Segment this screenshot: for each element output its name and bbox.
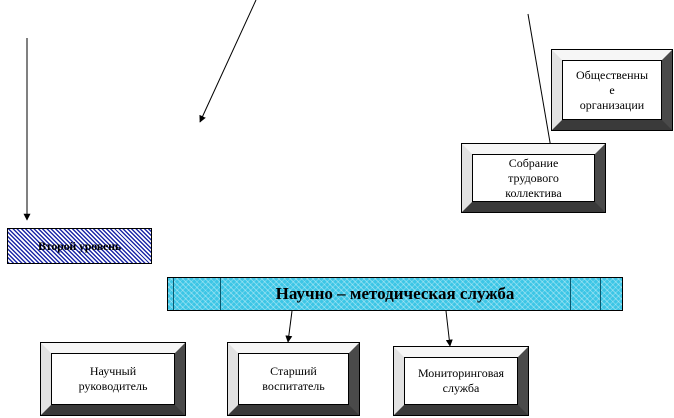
monitoring-service-box: Мониторинговая служба [393,346,529,416]
second-level-box: Второй уровень [7,228,152,264]
service-banner: Научно – методическая служба [167,277,623,311]
scientific-supervisor-label: Научный руководитель [78,364,148,393]
scientific-supervisor-box: Научный руководитель [40,342,186,416]
banner-divider [220,278,221,310]
arrow-to-staff-meeting [527,13,555,155]
arrow-to-monitoring-service [445,310,453,347]
banner-divider [570,278,571,310]
banner-divider [173,278,174,310]
arrow-to-senior-educator [285,310,293,343]
staff-meeting-label: Собрание трудового коллектива [505,155,562,200]
service-banner-title: Научно – методическая служба [275,284,515,303]
monitoring-service-label: Мониторинговая служба [417,366,505,395]
public-organizations-label: Общественны е организации [575,67,649,112]
arrow-diagonal-center [199,0,257,123]
second-level-label: Второй уровень [38,238,121,253]
public-organizations-box: Общественны е организации [551,49,673,131]
senior-educator-box: Старший воспитатель [227,342,360,416]
banner-divider [600,278,601,310]
senior-educator-label: Старший воспитатель [262,364,325,393]
staff-meeting-box: Собрание трудового коллектива [461,143,606,213]
